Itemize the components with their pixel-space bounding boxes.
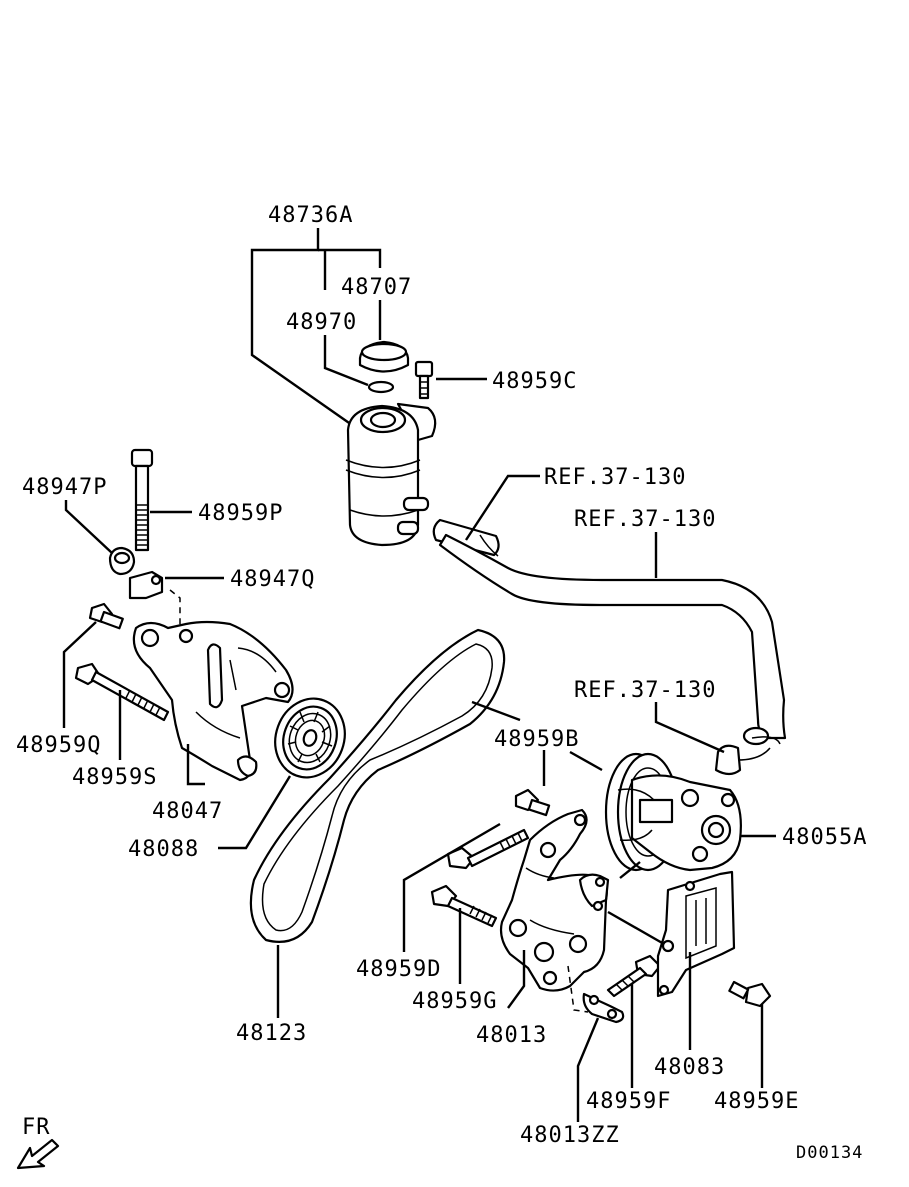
label-48047: 48047 (152, 799, 223, 824)
nut-48947p (108, 546, 136, 576)
label-48959s: 48959S (72, 765, 157, 790)
bolt-48959g (430, 884, 498, 928)
label-48959c: 48959C (492, 369, 577, 394)
label-ref-37-130-b: REF.37-130 (574, 507, 716, 532)
label-48970: 48970 (286, 310, 357, 335)
label-48083: 48083 (654, 1055, 725, 1080)
leader-48959q (62, 621, 97, 728)
label-48088: 48088 (128, 837, 199, 862)
label-ref-37-130-c: REF.37-130 (574, 678, 716, 703)
pump-bracket-48013 (499, 808, 610, 992)
bolt-48959s (74, 662, 170, 722)
bolt-48959f (606, 954, 662, 998)
leader-48959b-pump (569, 750, 603, 772)
bolt-48959q (88, 602, 124, 630)
reservoir-cap (358, 340, 410, 373)
label-ref-37-130-a: REF.37-130 (544, 465, 686, 490)
dashed-guide-2 (567, 965, 589, 1013)
label-48947p: 48947P (22, 475, 107, 500)
bolt-48959p (130, 448, 154, 552)
leader-bracket-pump (619, 861, 641, 879)
power-steering-pump-48055a (604, 752, 742, 872)
leader-48947p (64, 500, 113, 554)
label-48707: 48707 (341, 275, 412, 300)
leader-48959b-belt (471, 700, 521, 722)
front-direction-arrow-icon (16, 1138, 60, 1170)
o-ring (367, 380, 395, 394)
leader-48959d (402, 822, 501, 952)
label-48959f: 48959F (586, 1089, 671, 1114)
leader-48047 (186, 744, 205, 786)
label-48123: 48123 (236, 1021, 307, 1046)
bolt-48959c (414, 360, 434, 400)
label-48055a: 48055A (782, 825, 867, 850)
ref3-leader (654, 702, 725, 754)
ref1-leader (464, 474, 540, 541)
idler-pulley-48088 (274, 697, 346, 779)
bolt-48959e (728, 980, 772, 1008)
label-48013zz: 48013ZZ (520, 1123, 620, 1148)
label-48959q: 48959Q (16, 733, 101, 758)
label-48959p: 48959P (198, 501, 283, 526)
leader-48013zz (576, 1017, 600, 1122)
small-bracket-48013zz (582, 992, 625, 1024)
label-48959d: 48959D (356, 957, 441, 982)
hoses (432, 518, 787, 776)
heat-shield-48083 (656, 870, 736, 998)
diagram-code: D00134 (796, 1143, 863, 1163)
reservoir-leaders (250, 228, 487, 426)
tensioner-bracket-48047 (132, 620, 294, 782)
bolt-48959d (446, 828, 530, 870)
leader-48013 (507, 950, 526, 1009)
reservoir-tank (345, 402, 437, 547)
label-48959b: 48959B (494, 727, 579, 752)
label-48959g: 48959G (412, 989, 497, 1014)
leader-48088 (218, 775, 292, 850)
drive-belt-48123 (249, 628, 506, 943)
label-48013: 48013 (476, 1023, 547, 1048)
leader-48083-bracket (607, 910, 665, 946)
label-48959e: 48959E (714, 1089, 799, 1114)
label-48947q: 48947Q (230, 567, 315, 592)
bolt-48959b (514, 788, 551, 817)
label-fr: FR (22, 1115, 51, 1140)
bracket-48947q (128, 570, 164, 600)
label-48736a: 48736A (268, 203, 353, 228)
